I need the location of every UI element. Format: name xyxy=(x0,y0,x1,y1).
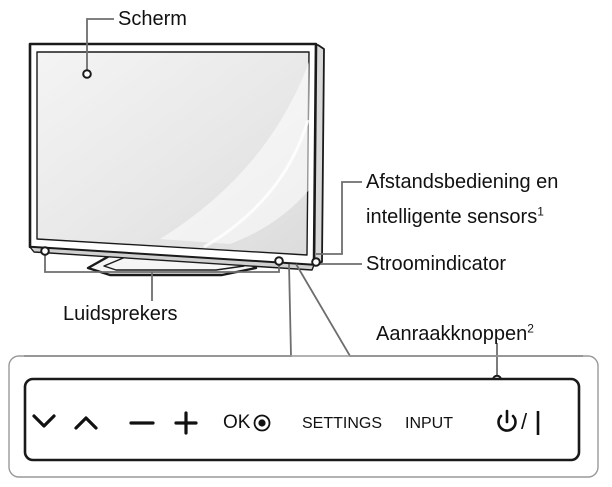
label-power-indicator: Stroomindicator xyxy=(366,253,507,275)
label-remote-sensor-line2: intelligente sensors1 xyxy=(366,205,544,229)
touch-panel-outer xyxy=(8,355,599,478)
chevron-up-icon xyxy=(74,416,98,430)
label-screen: Scherm xyxy=(118,8,187,30)
ok-circle-icon xyxy=(253,414,271,432)
plus-icon xyxy=(174,411,198,435)
label-speakers: Luidsprekers xyxy=(63,303,178,325)
input-button-label: INPUT xyxy=(405,415,453,432)
power-icon xyxy=(497,409,517,432)
footnote-1: 1 xyxy=(537,204,544,219)
touch-buttons-text: Aanraakknoppen xyxy=(376,323,528,345)
label-touch-buttons: Aanraakknoppen2 xyxy=(376,322,534,346)
settings-button-label: SETTINGS xyxy=(302,415,383,432)
touch-panel-inner xyxy=(23,377,581,462)
label-remote-sensor-line1: Afstandsbediening en xyxy=(366,171,559,193)
ok-button-label: OK xyxy=(223,412,251,433)
footnote-2: 2 xyxy=(527,321,534,336)
tv-body xyxy=(28,42,325,271)
chevron-down-icon xyxy=(32,414,56,428)
remote-sensor-text: intelligente sensors xyxy=(366,206,538,228)
power-slash-label: / xyxy=(521,409,528,434)
